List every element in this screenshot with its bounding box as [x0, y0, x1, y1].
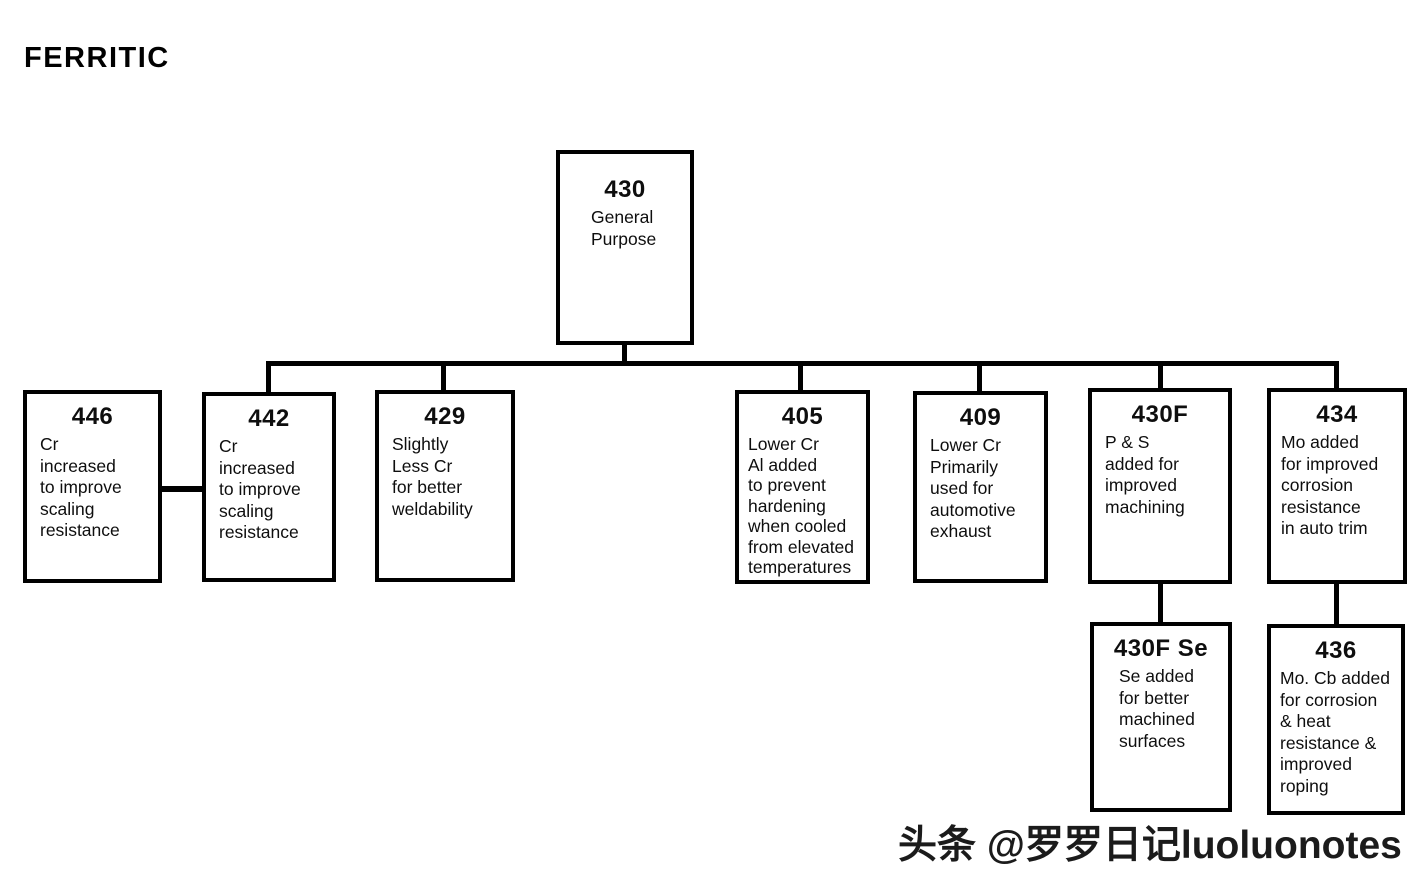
- watermark: 头条 @罗罗日记luoluonotes: [898, 824, 1402, 867]
- node-430-desc: General Purpose: [591, 207, 657, 249]
- node-409: 409 Lower Cr Primarily used for automoti…: [913, 391, 1048, 583]
- connector-drop-430f: [1158, 364, 1163, 392]
- node-405-desc: Lower Cr Al added to prevent hardening w…: [748, 434, 855, 577]
- node-430fse-code: 430F Se: [1113, 635, 1209, 662]
- connector-root-drop: [622, 343, 627, 364]
- connector-drop-434: [1334, 364, 1339, 392]
- connector-drop-436: [1334, 582, 1339, 626]
- node-436-code: 436: [1315, 637, 1357, 664]
- node-446-desc: Cr increased to improve scaling resistan…: [40, 434, 122, 540]
- node-430f-desc: P & S added for improved machining: [1105, 432, 1185, 517]
- connector-drop-405: [798, 364, 803, 392]
- node-442: 442 Cr increased to improve scaling resi…: [202, 392, 336, 582]
- node-430-code: 430: [604, 176, 646, 203]
- connector-bus: [266, 361, 1339, 366]
- node-430f-code: 430F: [1131, 401, 1189, 428]
- node-409-code: 409: [959, 404, 1002, 431]
- node-430f: 430F P & S added for improved machining: [1088, 388, 1232, 584]
- node-442-desc: Cr increased to improve scaling resistan…: [219, 436, 301, 542]
- node-446: 446 Cr increased to improve scaling resi…: [23, 390, 162, 583]
- connector-drop-442: [266, 364, 271, 392]
- page-title: FERRITIC: [24, 42, 170, 74]
- node-434: 434 Mo added for improved corrosion resi…: [1267, 388, 1407, 584]
- node-430fse: 430F Se Se added for better machined sur…: [1090, 622, 1232, 812]
- node-409-desc: Lower Cr Primarily used for automotive e…: [930, 435, 1016, 541]
- connector-link-446-442: [159, 486, 204, 492]
- node-436-desc: Mo. Cb added for corrosion & heat resist…: [1280, 668, 1390, 796]
- connector-drop-429: [441, 364, 446, 392]
- node-434-code: 434: [1316, 401, 1358, 428]
- node-429-code: 429: [424, 403, 466, 430]
- node-434-desc: Mo added for improved corrosion resistan…: [1281, 432, 1379, 538]
- connector-drop-409: [977, 364, 982, 392]
- node-429: 429 Slightly Less Cr for better weldabil…: [375, 390, 515, 582]
- node-446-code: 446: [71, 403, 114, 430]
- node-436: 436 Mo. Cb added for corrosion & heat re…: [1267, 624, 1405, 815]
- node-442-code: 442: [248, 405, 290, 432]
- node-405: 405 Lower Cr Al added to prevent hardeni…: [735, 390, 870, 584]
- node-405-code: 405: [781, 403, 824, 430]
- node-430fse-desc: Se added for better machined surfaces: [1119, 666, 1195, 751]
- node-430: 430 General Purpose: [556, 150, 694, 345]
- connector-drop-430fse: [1158, 582, 1163, 624]
- node-429-desc: Slightly Less Cr for better weldability: [392, 434, 473, 519]
